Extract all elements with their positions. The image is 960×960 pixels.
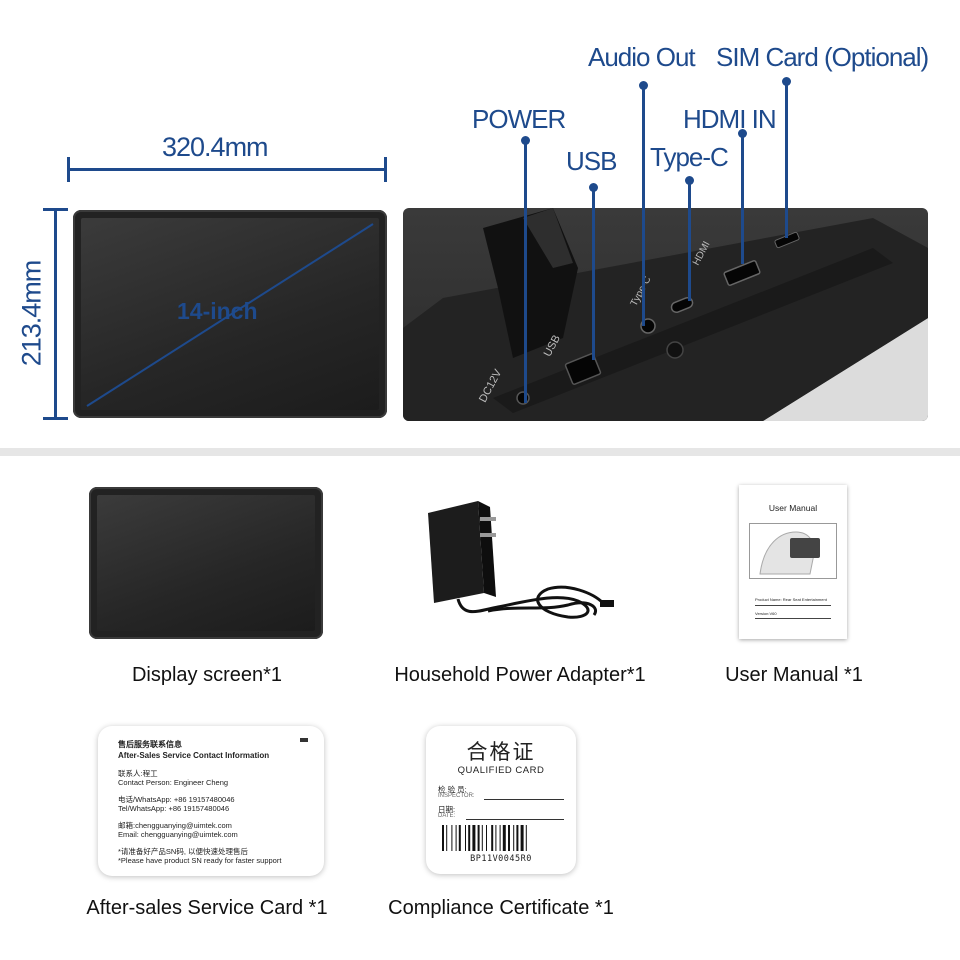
barcode-bar — [458, 825, 461, 851]
compliance-certificate-card: 合格证 QUALIFIED CARD 检 验 员: INSPECTOR: 日期:… — [426, 726, 576, 874]
certificate-serial: BP11V0045R0 — [470, 854, 532, 864]
service-card-phone-en: Tel/WhatsApp: +86 19157480046 — [118, 804, 230, 813]
barcode-bar — [477, 825, 480, 851]
audio-out-leader-dot — [639, 81, 648, 90]
barcode-bar — [513, 825, 515, 851]
barcode-bar — [525, 825, 527, 851]
service-card-contact-en: Contact Person: Engineer Cheng — [118, 778, 229, 787]
service-card-phone-cn: 电话/WhatsApp: +86 19157480046 — [118, 795, 235, 804]
diagonal-label: 14-inch — [177, 298, 258, 324]
certificate-date-en: DATE: — [438, 813, 456, 819]
power-label: POWER — [472, 104, 566, 134]
usb-leader — [592, 188, 595, 360]
barcode-bar — [451, 825, 453, 851]
width-label: 320.4mm — [162, 132, 269, 162]
service-card-en-title: After-Sales Service Contact Information — [118, 751, 270, 760]
certificate-barcode — [442, 825, 527, 851]
package-caption-certificate: Compliance Certificate *1 — [388, 897, 614, 919]
width-dimension-tick-right — [384, 157, 387, 182]
certificate-cn-title: 合格证 — [466, 741, 536, 764]
barcode-bar — [468, 825, 471, 851]
sim-card-leader — [785, 82, 788, 238]
type-c-label: Type-C — [650, 142, 729, 172]
service-card-email-en: Email: chengguanying@uimtek.com — [118, 830, 238, 839]
height-label: 213.4mm — [16, 260, 47, 367]
manual-version-line: Version:V60 — [755, 611, 777, 616]
manual-title: User Manual — [768, 503, 818, 513]
type-c-leader-dot — [685, 176, 694, 185]
display-screen-image — [89, 487, 323, 639]
package-caption-display-screen: Display screen*1 — [131, 664, 283, 686]
certificate-date-cn: 日期: — [438, 805, 456, 814]
barcode-bar — [499, 825, 501, 851]
barcode-bar — [486, 825, 487, 851]
certificate-inspector-en: INSPECTOR: — [438, 793, 475, 799]
manual-product-line: Product Name: Rear Seat Entertainment — [755, 597, 827, 602]
barcode-bar — [495, 825, 497, 851]
barcode-bar — [446, 825, 448, 851]
power-adapter-image — [428, 501, 614, 619]
barcode-bar — [520, 825, 524, 851]
after-sales-service-card: 售后服务联系信息 After-Sales Service Contact Inf… — [98, 726, 324, 876]
sim-card-leader-dot — [782, 77, 791, 86]
section-divider — [0, 448, 960, 456]
certificate-en-title: QUALIFIED CARD — [457, 765, 545, 776]
audio-out-leader — [642, 86, 645, 326]
width-dimension-tick-left — [67, 157, 70, 182]
service-card-corner-mark — [300, 738, 308, 742]
device-side-photo: DC12V USB Type-C HDMI — [403, 208, 928, 421]
type-c-leader — [688, 181, 691, 301]
package-caption-user-manual: User Manual *1 — [725, 664, 863, 686]
barcode-bar — [472, 825, 476, 851]
usb-label: USB — [566, 146, 617, 176]
barcode-bar — [508, 825, 510, 851]
usb-leader-dot — [589, 183, 598, 192]
hdmi-in-leader-dot — [738, 129, 747, 138]
barcode-bar — [481, 825, 483, 851]
user-manual-image: User Manual Product Name: Rear Seat Ente… — [739, 485, 847, 639]
height-dimension-tick-bottom — [43, 417, 68, 420]
sim-card-label: SIM Card (Optional) — [716, 42, 929, 72]
barcode-bar — [491, 825, 494, 851]
service-card-note-en: *Please have product SN ready for faster… — [118, 856, 282, 865]
service-card-email-cn: 邮箱:chengguanying@uimtek.com — [118, 821, 232, 830]
hdmi-in-label: HDMI IN — [683, 104, 777, 134]
width-dimension-line — [68, 168, 386, 171]
barcode-bar — [442, 825, 444, 851]
service-card-contact-cn: 联系人:程工 — [118, 769, 158, 778]
certificate-inspector-cn: 检 验 员: — [438, 785, 467, 794]
power-leader-dot — [521, 136, 530, 145]
audio-out-label: Audio Out — [588, 42, 696, 72]
package-caption-service-card: After-sales Service Card *1 — [86, 897, 328, 919]
diagonal-line — [86, 223, 374, 407]
barcode-bar — [502, 825, 506, 851]
package-caption-power-adapter: Household Power Adapter*1 — [394, 664, 646, 686]
power-leader — [524, 141, 527, 403]
barcode-bar — [516, 825, 519, 851]
barcode-bar — [465, 825, 466, 851]
hdmi-in-leader — [741, 134, 744, 264]
barcode-bar — [455, 825, 457, 851]
height-dimension-line — [54, 209, 57, 419]
manual-illustration — [749, 523, 837, 579]
height-dimension-tick-top — [43, 208, 68, 211]
service-card-note-cn: *请准备好产品SN码, 以便快速处理售后 — [118, 847, 249, 856]
service-card-cn-title: 售后服务联系信息 — [118, 740, 182, 749]
